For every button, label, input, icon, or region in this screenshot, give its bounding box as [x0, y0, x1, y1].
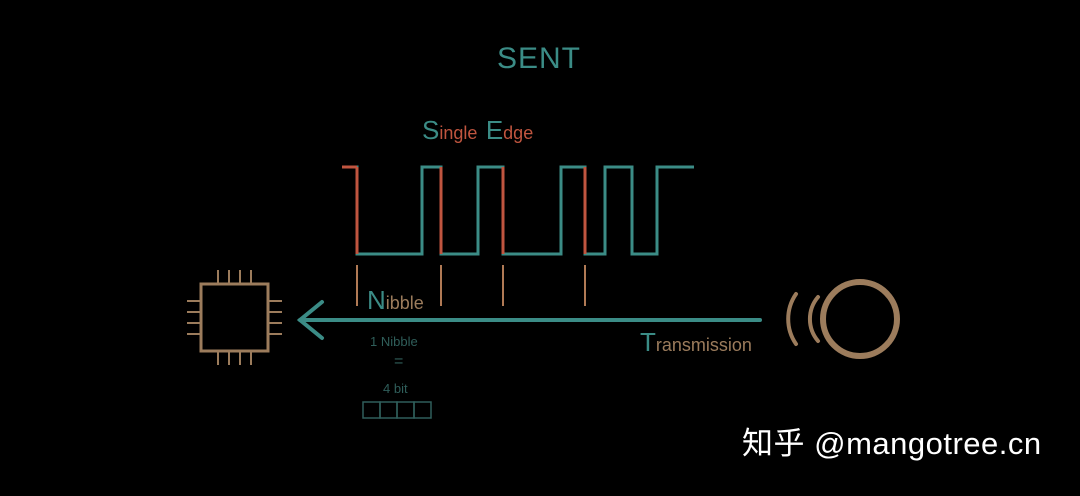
nibble-markers — [356, 265, 586, 306]
signal-wave-outer — [786, 292, 798, 346]
waveform-line — [342, 165, 694, 256]
edge-e-letter: E — [485, 115, 504, 145]
nibble-rest: ibble — [385, 293, 424, 313]
signal-wave-inner — [807, 295, 820, 343]
sensor-signal-icon — [786, 279, 900, 359]
left-arrow-icon — [296, 300, 762, 340]
bit-cell — [362, 401, 381, 419]
edge-rest: dge — [503, 123, 534, 143]
single-rest: ingle — [439, 123, 478, 143]
single-s-letter: S — [422, 115, 440, 145]
nibble-note-equals: = — [394, 353, 404, 370]
nibble-label: Nibble — [367, 287, 424, 313]
transmission-t-letter: T — [640, 327, 656, 357]
transmission-rest: ransmission — [655, 335, 752, 355]
nibble-n-letter: N — [367, 285, 386, 315]
page-title: SENT — [497, 42, 582, 75]
watermark: 知乎 @mangotree.cn — [742, 426, 1042, 461]
bit-cell — [379, 401, 398, 419]
bit-cell — [396, 401, 415, 419]
sensor-circle — [820, 279, 900, 359]
single-edge-label: Single Edge — [422, 117, 533, 143]
bit-cell — [413, 401, 432, 419]
sent-waveform — [342, 165, 694, 256]
nibble-bit-cells — [362, 401, 432, 419]
nibble-note-line3: 4 bit — [383, 381, 408, 396]
transmission-label: Transmission — [640, 329, 752, 355]
nibble-note-line1: 1 Nibble — [370, 334, 418, 349]
chip-icon — [187, 270, 282, 365]
